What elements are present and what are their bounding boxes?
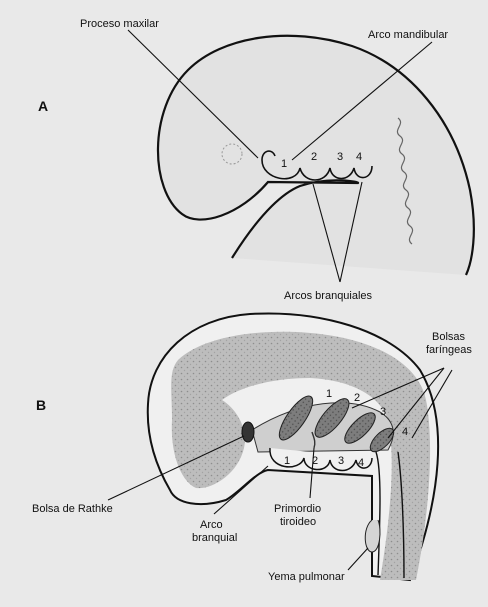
arch-number-3-a: 3	[337, 151, 343, 163]
pouch-number-2: 2	[354, 392, 360, 404]
label-mandibular-arch: Arco mandibular	[368, 29, 448, 41]
pouch-number-3: 3	[380, 406, 386, 418]
label-rathke-pouch: Bolsa de Rathke	[32, 503, 113, 515]
arch-number-1-b: 1	[284, 455, 290, 467]
label-thyroid-line1: Primordio	[274, 503, 321, 515]
label-thyroid-line2: tiroideo	[280, 516, 316, 528]
label-maxillary-process: Proceso maxilar	[80, 18, 159, 30]
panel-b-letter: B	[36, 397, 46, 413]
rathke-pouch	[242, 422, 254, 442]
pouch-number-4: 4	[402, 426, 408, 438]
arch-number-4-b: 4	[358, 457, 364, 469]
label-arch-line2: branquial	[192, 532, 237, 544]
label-pouches-line1: Bolsas	[432, 331, 466, 343]
label-arch-line1: Arco	[200, 519, 223, 531]
panel-b: B 1 2 3 4 1 2 3 4 Bolsas faríngeas Bolsa…	[32, 313, 472, 583]
pouch-number-1: 1	[326, 388, 332, 400]
label-branchial-arches: Arcos branquiales	[284, 290, 373, 302]
panel-a: A 1 2 3 4 Proceso maxilar Arco mandibula…	[38, 18, 474, 302]
arch-number-3-b: 3	[338, 455, 344, 467]
panel-a-letter: A	[38, 98, 48, 114]
arch-number-1-a: 1	[281, 158, 287, 170]
arch-number-2-a: 2	[311, 151, 317, 163]
label-lung-bud: Yema pulmonar	[268, 571, 345, 583]
lung-bud	[365, 520, 380, 552]
leader-lung-bud	[348, 548, 368, 570]
label-pouches-line2: faríngeas	[426, 344, 472, 356]
arch-number-4-a: 4	[356, 151, 362, 163]
